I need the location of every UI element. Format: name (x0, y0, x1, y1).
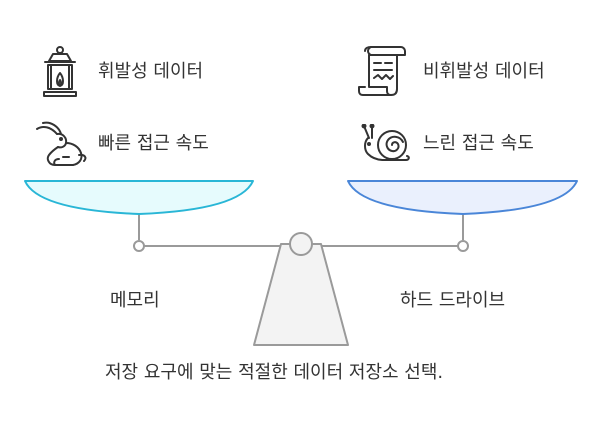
left-pan (24, 180, 254, 215)
caption: 저장 요구에 맞는 적절한 데이터 저장소 선택. (105, 362, 444, 383)
right-beam-end (457, 240, 469, 252)
lantern-icon (43, 46, 77, 97)
left-property-label: 휘발성 데이터 (98, 61, 204, 82)
right-pan (347, 180, 578, 215)
right-speed-label: 느린 접근 속도 (423, 133, 534, 154)
memory-label: 메모리 (110, 290, 160, 311)
right-property-label: 비휘발성 데이터 (423, 61, 545, 82)
rabbit-icon (36, 121, 87, 166)
scroll-icon (358, 46, 406, 96)
snail-icon (361, 124, 410, 161)
left-beam-end (133, 240, 145, 252)
hard-drive-label: 하드 드라이브 (400, 290, 506, 311)
scale-pivot (289, 232, 313, 256)
scale-stand (253, 243, 349, 346)
left-speed-label: 빠른 접근 속도 (98, 133, 209, 154)
